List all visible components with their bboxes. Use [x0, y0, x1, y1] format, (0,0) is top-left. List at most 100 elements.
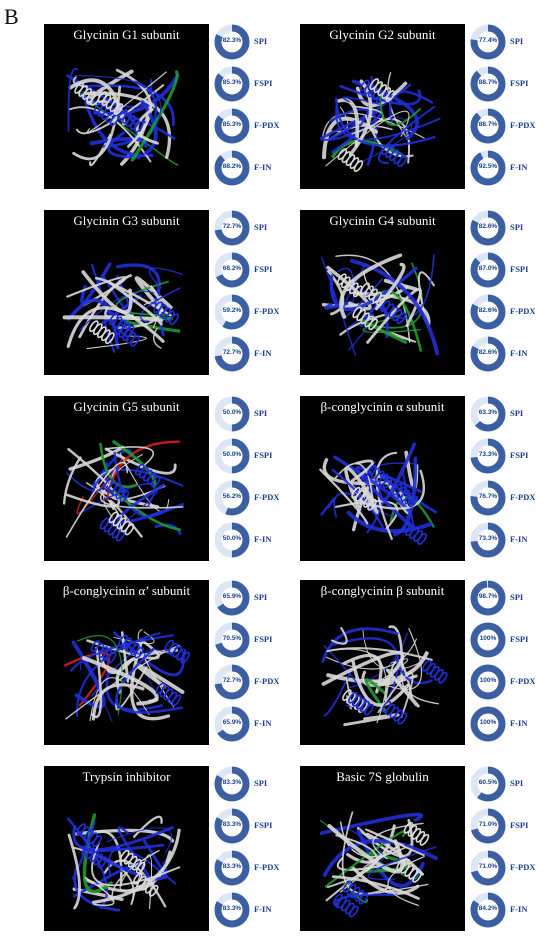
donut-chart [214, 622, 250, 658]
donut-percent-label: 56.2% [222, 493, 242, 500]
donut-arc [470, 438, 506, 474]
donut-chart [214, 892, 250, 928]
donut-percent-label: 88.2% [222, 163, 242, 170]
method-label: F-IN [510, 718, 528, 728]
donut-chart-row: 87.0%FSPI [470, 252, 550, 290]
donut-percent-label: 59.2% [222, 307, 242, 314]
donut-chart-row: 83.3%F-PDX [214, 850, 304, 888]
method-label: F-PDX [254, 492, 280, 502]
donut-chart [214, 150, 250, 186]
protein-structure-image: Trypsin inhibitor [44, 766, 209, 931]
method-label: F-IN [510, 534, 528, 544]
donut-chart [214, 850, 250, 886]
ribbon-structure-graphic [319, 72, 441, 173]
donut-percent-label: 63.3% [478, 409, 498, 416]
donut-chart [214, 396, 250, 432]
donut-chart-row: 100%F-PDX [470, 664, 550, 702]
method-label: FSPI [254, 78, 273, 88]
donut-chart-row: 100%FSPI [470, 622, 550, 660]
donut-percent-label: 88.7% [478, 79, 498, 86]
ribbon-structure-graphic [67, 813, 181, 912]
ribbon-structure-graphic [63, 629, 190, 723]
method-label: SPI [254, 222, 268, 232]
donut-chart [214, 438, 250, 474]
donut-percent-label: 83.3% [222, 821, 242, 828]
donut-chart-row: 68.2%FSPI [214, 252, 304, 290]
donut-chart-row: 73.3%FSPI [470, 438, 550, 476]
subunit-title: Trypsin inhibitor [82, 769, 171, 784]
donut-chart [470, 850, 506, 886]
donut-arc [214, 892, 250, 928]
donut-chart-row: 76.7%F-PDX [470, 480, 550, 518]
ribbon-structure-graphic [65, 67, 180, 167]
protein-structure-image: Basic 7S globulin [300, 766, 465, 931]
donut-percent-label: 60.5% [478, 779, 498, 786]
ribbon-structure-graphic [62, 262, 183, 353]
donut-chart [470, 664, 506, 700]
donut-chart-row: 82.6%F-PDX [470, 294, 550, 332]
donut-percent-label: 100% [479, 719, 497, 726]
donut-arc [470, 706, 506, 742]
donut-arc [470, 24, 506, 60]
donut-chart [214, 480, 250, 516]
donut-arc [214, 438, 250, 474]
method-label: F-PDX [510, 120, 536, 130]
donut-arc [470, 336, 506, 372]
donut-chart-row: 73.3%F-IN [470, 522, 550, 560]
donut-chart [470, 808, 506, 844]
donut-chart-row: 50.0%FSPI [214, 438, 304, 476]
donut-chart [470, 622, 506, 658]
ribbon-structure-graphic [62, 440, 185, 542]
donut-chart [470, 580, 506, 616]
method-label: FSPI [254, 264, 273, 274]
donut-percent-label: 98.7% [478, 593, 498, 600]
donut-arc [470, 580, 506, 616]
donut-chart-row: 70.5% FSPI [214, 622, 304, 660]
method-label: FSPI [510, 450, 529, 460]
method-label: SPI [510, 408, 524, 418]
method-label: F-IN [254, 348, 272, 358]
subunit-title: β-conglycinin β subunit [320, 583, 445, 598]
donut-chart-row: 71.0%F-PDX [470, 850, 550, 888]
donut-chart-row: 100% F-IN [470, 706, 550, 744]
donut-chart [214, 24, 250, 60]
donut-percent-label: 83.3% [222, 905, 242, 912]
donut-arc [214, 580, 250, 616]
donut-percent-label: 72.7% [222, 223, 242, 230]
protein-structure-image: Glycinin G4 subunit [300, 210, 465, 375]
donut-percent-label: 72.7% [222, 677, 242, 684]
donut-chart-row: 88.7%FSPI [470, 66, 550, 104]
ribbon-structure-graphic [319, 811, 438, 918]
donut-percent-label: 65.9% [222, 593, 242, 600]
donut-chart-row: 83.3%FSPI [214, 808, 304, 846]
donut-arc [470, 210, 506, 246]
donut-chart-row: 82.6%F-IN [470, 336, 550, 374]
method-label: F-PDX [510, 492, 536, 502]
donut-chart [470, 66, 506, 102]
subunit-title: β-conglycinin α’ subunit [62, 583, 191, 598]
method-label: SPI [254, 778, 268, 788]
donut-chart-row: 50.0%SPI [214, 396, 304, 434]
method-label: FSPI [254, 634, 273, 644]
donut-arc [470, 108, 506, 144]
donut-arc [470, 808, 506, 844]
donut-arc [214, 396, 250, 432]
method-label: F-PDX [510, 676, 536, 686]
donut-chart-row: 60.5%SPI [470, 766, 550, 804]
donut-chart-row: 88.2%F-IN [214, 150, 304, 188]
donut-chart-row: 72.7%F-IN [214, 336, 304, 374]
donut-arc [214, 480, 250, 516]
donut-percent-label: 70.5% [222, 635, 242, 642]
method-label: F-PDX [510, 306, 536, 316]
donut-percent-label: 50.0% [222, 451, 242, 458]
donut-arc [470, 66, 506, 102]
donut-chart [470, 480, 506, 516]
subunit-title: Glycinin G1 subunit [73, 27, 180, 42]
donut-chart-row: 56.2% F-PDX [214, 480, 304, 518]
donut-chart [470, 294, 506, 330]
donut-arc [214, 66, 250, 102]
donut-chart-row: 72.7% SPI [214, 210, 304, 248]
